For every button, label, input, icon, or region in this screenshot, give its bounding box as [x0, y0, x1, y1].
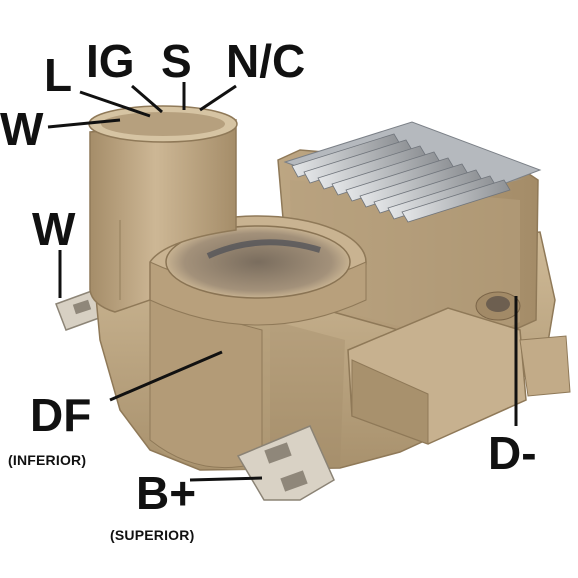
terminal-label-b-plus: B+ [136, 467, 197, 519]
leader-b-plus [189, 476, 263, 482]
leader-df [109, 350, 223, 402]
terminal-label-d-minus: D- [488, 427, 537, 479]
b-plus-terminal-tab [236, 425, 335, 501]
leader-ig [131, 84, 163, 114]
terminal-label-df: DF [30, 389, 92, 441]
terminal-label-ig: IG [86, 35, 135, 87]
leader-w-top [47, 118, 121, 129]
terminal-label-w-side: W [32, 203, 76, 255]
heatsink-fins [291, 133, 511, 223]
leader-nc [199, 84, 237, 112]
terminal-note-b-plus: (SUPERIOR) [110, 527, 195, 543]
leader-l [79, 90, 151, 118]
d-minus-connector-box [347, 291, 571, 445]
terminal-label-nc: N/C [226, 35, 306, 87]
terminal-label-l: L [44, 49, 73, 101]
connector-tube [88, 105, 238, 313]
terminal-label-s: S [161, 35, 192, 87]
label-leader-lines [47, 82, 518, 482]
terminal-label-w-top: W [0, 103, 44, 155]
terminal-note-df: (INFERIOR) [8, 452, 87, 468]
